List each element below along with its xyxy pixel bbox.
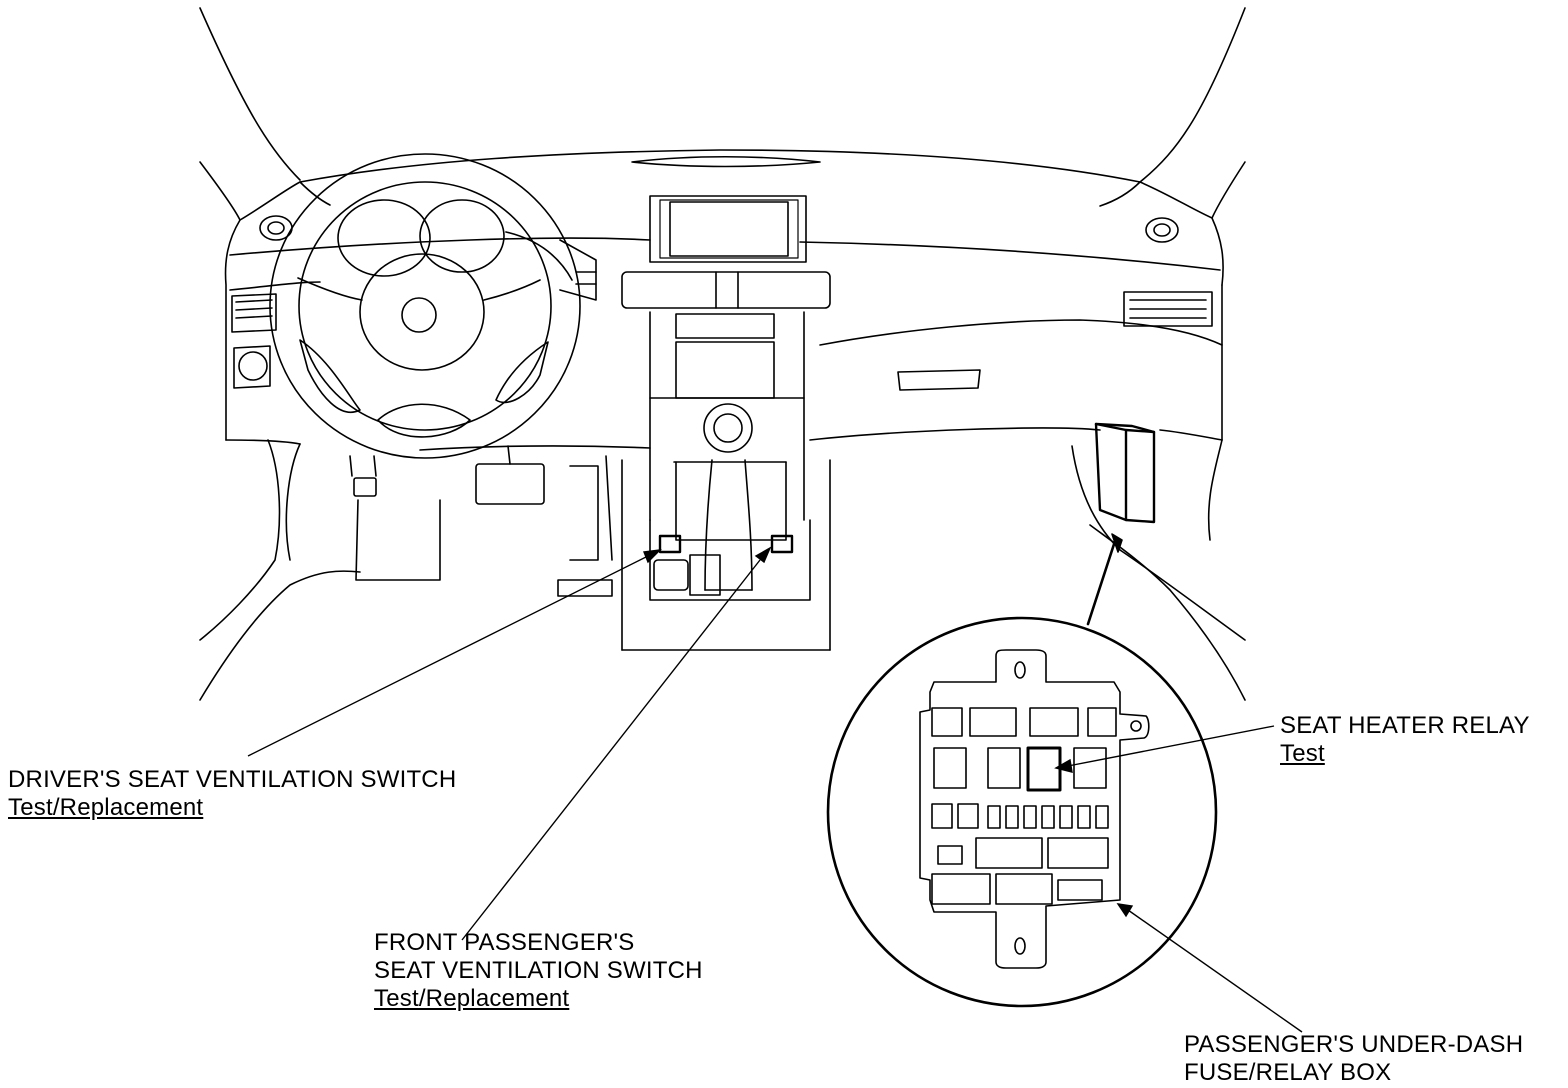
passenger-switch-title-line2: SEAT VENTILATION SWITCH — [374, 957, 703, 984]
passenger-seat-ventilation-switch — [770, 534, 794, 554]
magnified-view — [826, 616, 1218, 1008]
passenger-switch-title-line1: FRONT PASSENGER'S — [374, 929, 635, 956]
driver-switch-test-link[interactable]: Test/Replacement — [8, 794, 204, 821]
fuse-box-callout: PASSENGER'S UNDER-DASH FUSE/RELAY BOX — [1184, 1031, 1523, 1087]
seat-heater-relay-test-link[interactable]: Test — [1280, 740, 1325, 767]
driver-seat-ventilation-switch — [658, 534, 682, 554]
driver-switch-callout: DRIVER'S SEAT VENTILATION SWITCH Test/Re… — [8, 766, 456, 822]
fuse-box-title-line2: FUSE/RELAY BOX — [1184, 1059, 1392, 1086]
fuse-box-title-line1: PASSENGER'S UNDER-DASH — [1184, 1031, 1524, 1058]
passenger-switch-test-link[interactable]: Test/Replacement — [374, 985, 570, 1012]
passenger-switch-callout: FRONT PASSENGER'S SEAT VENTILATION SWITC… — [374, 929, 703, 1013]
navigation-screen — [649, 195, 807, 263]
seat-heater-relay-title: SEAT HEATER RELAY — [1280, 712, 1530, 739]
horn-pad — [359, 253, 485, 371]
dash-top — [239, 149, 1224, 286]
seat-heater-relay-callout: SEAT HEATER RELAY Test — [1280, 712, 1530, 768]
steering-wheel — [269, 153, 581, 459]
right-a-pillar — [1139, 7, 1246, 183]
driver-switch-title: DRIVER'S SEAT VENTILATION SWITCH — [8, 766, 457, 793]
fuse-box-location — [1094, 422, 1156, 524]
seat-heater-relay — [1026, 746, 1062, 792]
left-a-pillar — [199, 7, 301, 181]
